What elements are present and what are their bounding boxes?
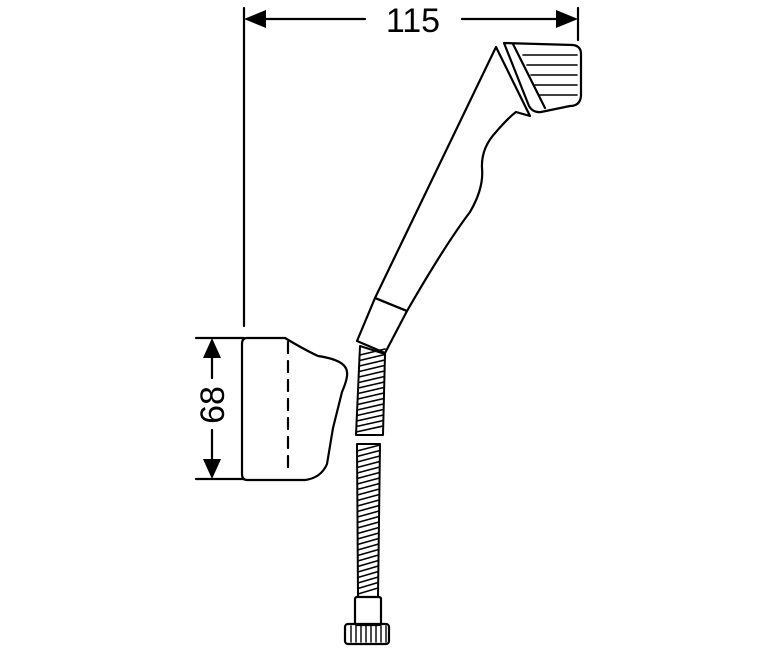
hand-shower	[355, 41, 583, 355]
hose-coil	[356, 408, 385, 417]
width-dimension-label: 115	[386, 2, 440, 40]
hose-coil	[355, 419, 385, 428]
wall-holder-outline	[240, 336, 349, 482]
hose-coil	[357, 587, 379, 595]
hose-coil	[356, 397, 385, 406]
hose-coil	[356, 493, 381, 502]
hose-coil	[359, 348, 386, 356]
shower-head-front-face	[511, 42, 547, 110]
hose-upper-coils	[355, 348, 386, 433]
width-dimension: 115	[242, 2, 580, 328]
hose-coil	[357, 375, 386, 384]
hose-coil	[355, 414, 385, 422]
hose-coil	[356, 504, 381, 513]
wall-holder	[240, 336, 349, 482]
hose-coil	[356, 477, 381, 485]
hose-coil	[356, 510, 380, 518]
hose-coil	[356, 543, 380, 551]
hose-coil	[357, 576, 380, 584]
hose-coil	[357, 581, 379, 590]
hose-coil	[356, 554, 380, 562]
hose-coil	[356, 466, 381, 474]
hose-coil	[356, 565, 380, 573]
height-arrowhead-bottom	[203, 459, 221, 479]
hose-coil	[356, 537, 380, 546]
hand-shower-handle	[373, 45, 532, 313]
hose-coil	[358, 353, 386, 362]
hose-coil	[357, 381, 386, 389]
hose-coil	[356, 548, 380, 557]
hose-coil	[356, 460, 381, 469]
hose-coil	[356, 526, 380, 535]
hose-nut-knurl	[350, 625, 387, 643]
hose-coil	[358, 359, 386, 367]
hose-coil	[356, 532, 380, 540]
hose-coil	[356, 471, 381, 480]
hose-lower-section	[356, 443, 381, 598]
hose-coil	[356, 521, 380, 529]
hose-coil	[356, 392, 385, 400]
hose-coil	[356, 403, 385, 411]
hose-coil	[356, 559, 380, 568]
height-dimension: 68	[194, 336, 246, 481]
hose-coil	[358, 370, 386, 378]
hose-nut	[343, 622, 391, 646]
hose-coil	[356, 482, 381, 491]
hose-end-fitting	[343, 595, 391, 646]
hose-coil	[356, 488, 381, 496]
hose-ferrule	[353, 595, 383, 627]
hand-shower-connector	[355, 296, 409, 355]
hose-upper-section	[355, 345, 386, 436]
hose-lower-coils	[356, 444, 381, 595]
hose-coil	[356, 499, 381, 507]
width-arrowhead-right	[556, 10, 578, 28]
shower-head	[502, 41, 583, 114]
hose-coil	[356, 449, 381, 458]
hose-coil	[356, 444, 381, 452]
height-arrowhead-top	[203, 338, 221, 358]
width-arrowhead-left	[244, 10, 266, 28]
hose-coil	[356, 515, 380, 524]
hose-coil	[357, 386, 385, 395]
hose-coil	[355, 425, 384, 433]
hose-coil	[356, 455, 381, 463]
hose-coil	[357, 570, 380, 579]
height-dimension-label: 68	[194, 386, 232, 424]
hose-coil	[358, 364, 386, 373]
shower-head-ribs	[522, 54, 578, 96]
